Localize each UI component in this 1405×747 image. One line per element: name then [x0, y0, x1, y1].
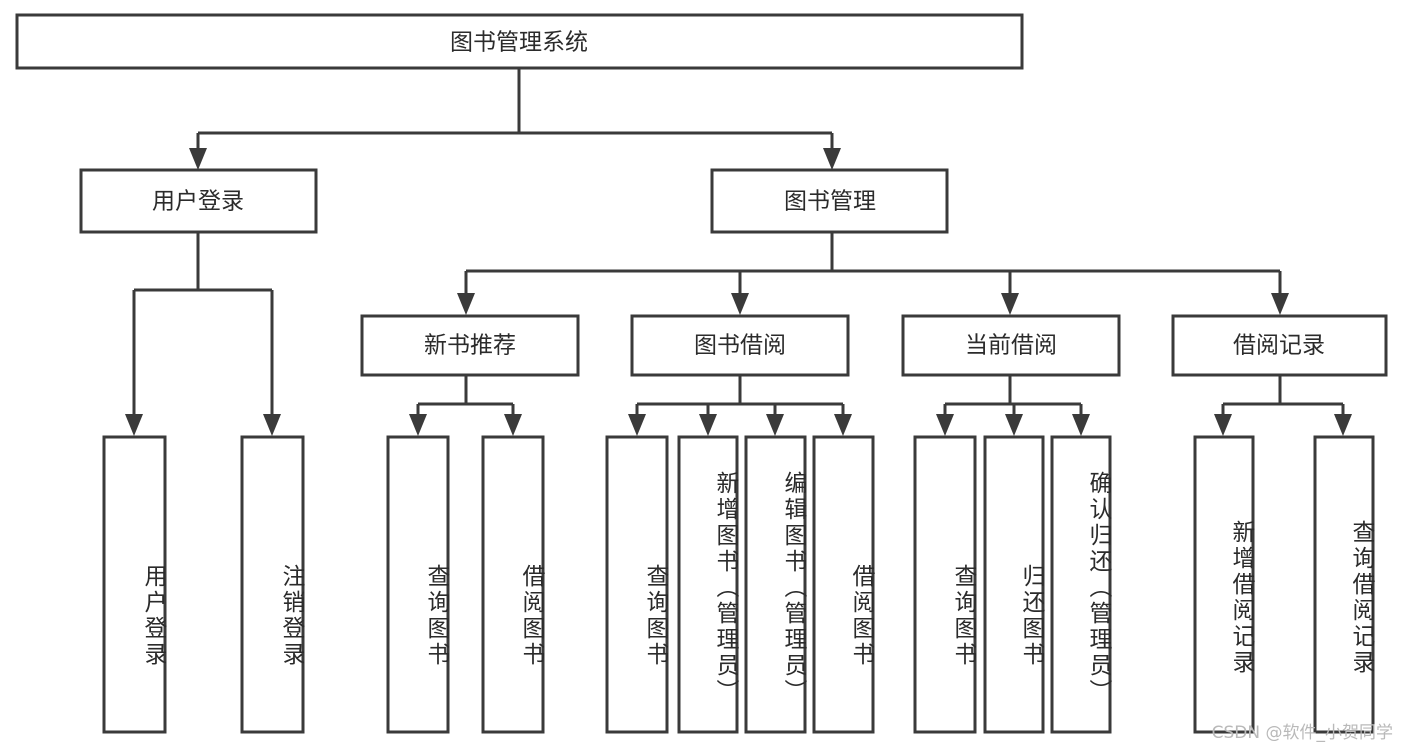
- edge-userlogin-to-leaves: [125, 232, 281, 436]
- node-leaf-add-borrow-record[interactable]: [1193, 435, 1255, 734]
- node-leaf-borrow-book-1[interactable]: [481, 435, 545, 734]
- node-new-book-recommend[interactable]: 新书推荐: [360, 314, 580, 377]
- node-book-manage-label: 图书管理: [784, 189, 876, 215]
- node-book-borrow[interactable]: 图书借阅: [630, 314, 850, 377]
- edge-newbook-to-leaves: [409, 375, 522, 436]
- node-root[interactable]: 图书管理系统: [15, 13, 1024, 70]
- edge-currentborrow-to-leaves: [936, 375, 1090, 436]
- edge-bookborrow-to-leaves: [628, 375, 852, 436]
- node-leaf-add-book-admin[interactable]: [677, 435, 739, 734]
- node-leaf-query-book-1[interactable]: [386, 435, 450, 734]
- node-borrow-record[interactable]: 借阅记录: [1171, 314, 1388, 377]
- edge-root-to-level2: [189, 68, 841, 170]
- node-leaf-borrow-book-2[interactable]: [812, 435, 875, 734]
- node-current-borrow-label: 当前借阅: [965, 333, 1057, 359]
- node-leaf-user-login[interactable]: [102, 435, 167, 734]
- node-leaf-confirm-return-admin[interactable]: [1050, 435, 1112, 734]
- node-user-login[interactable]: 用户登录: [79, 168, 318, 234]
- node-leaf-logout-login[interactable]: [240, 435, 305, 734]
- node-borrow-record-label: 借阅记录: [1233, 333, 1325, 359]
- edge-bookmanage-to-level3: [457, 232, 1289, 315]
- node-leaf-query-borrow-record[interactable]: [1313, 435, 1375, 734]
- node-leaf-return-book[interactable]: [983, 435, 1045, 734]
- node-new-book-recommend-label: 新书推荐: [424, 333, 516, 359]
- edge-borrowrecord-to-leaves: [1214, 375, 1352, 436]
- node-book-manage[interactable]: 图书管理: [710, 168, 949, 234]
- node-root-label: 图书管理系统: [450, 30, 588, 56]
- node-leaf-edit-book-admin[interactable]: [744, 435, 807, 734]
- node-leaf-query-book-3[interactable]: [913, 435, 977, 734]
- node-leaf-query-book-2[interactable]: [605, 435, 669, 734]
- node-book-borrow-label: 图书借阅: [694, 333, 786, 359]
- node-current-borrow[interactable]: 当前借阅: [901, 314, 1121, 377]
- node-user-login-label: 用户登录: [152, 189, 244, 215]
